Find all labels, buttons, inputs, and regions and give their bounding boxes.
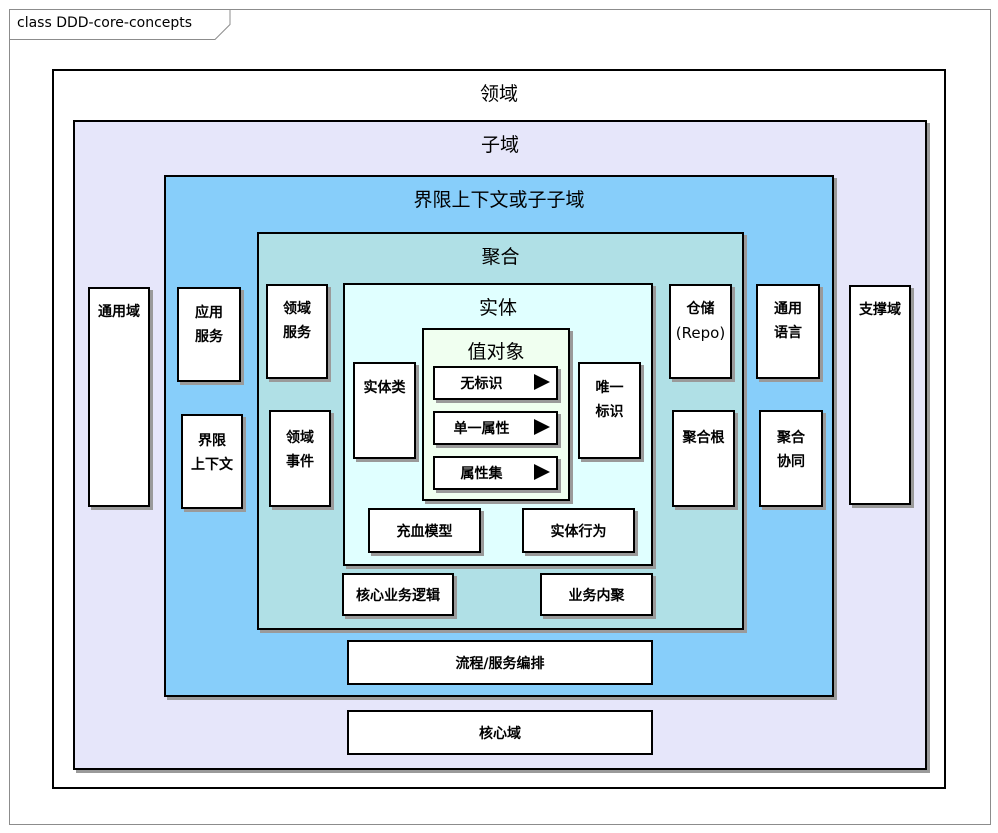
repository-line2: (Repo): [675, 324, 726, 342]
supporting-domain-label: 支撑域: [859, 302, 901, 318]
value-object-title: 值对象: [467, 341, 525, 363]
domain-event-box[interactable]: 领域 事件: [269, 410, 331, 507]
frame-tab-shape: [9, 9, 231, 40]
unique-id-line1: 唯一: [595, 380, 624, 396]
domain-service-box[interactable]: 领域 服务: [266, 284, 328, 379]
domain-title: 领域: [479, 83, 518, 105]
entity-behavior-box[interactable]: 实体行为: [522, 508, 635, 553]
app-service-line1: 应用: [195, 305, 223, 321]
bc-label-line1: 界限: [198, 433, 226, 449]
rich-model-box[interactable]: 充血模型: [368, 508, 481, 553]
unique-id-box[interactable]: 唯一 标识: [578, 362, 641, 459]
rich-model-label: 充血模型: [396, 523, 453, 540]
subdomain-title: 子域: [480, 134, 519, 156]
repository-line1: 仓储: [686, 301, 715, 317]
entity-title: 实体: [478, 297, 517, 319]
generic-domain-label: 通用域: [98, 304, 140, 320]
aggregate-collab-line2: 协同: [777, 454, 805, 470]
bc-label-box[interactable]: 界限 上下文: [181, 414, 243, 509]
vo-item-single-attribute[interactable]: 单一属性: [433, 411, 558, 445]
supporting-domain-box[interactable]: 支撑域: [849, 285, 911, 505]
app-service-line2: 服务: [195, 329, 223, 345]
frame-title-tab: class DDD-core-concepts: [9, 9, 231, 40]
vo-item-attribute-set-label: 属性集: [460, 466, 503, 482]
core-logic-box[interactable]: 核心业务逻辑: [342, 573, 454, 616]
generic-domain-box[interactable]: 通用域: [88, 287, 150, 507]
repository-box[interactable]: 仓储 (Repo): [669, 284, 732, 379]
domain-service-line2: 服务: [283, 325, 311, 341]
domain-event-line2: 事件: [286, 454, 314, 470]
ubiquitous-language-box[interactable]: 通用 语言: [756, 284, 820, 379]
play-icon: [534, 419, 550, 435]
app-service-box[interactable]: 应用 服务: [177, 287, 241, 382]
diagram-frame: [9, 9, 991, 825]
cohesion-label: 业务内聚: [568, 587, 625, 604]
unique-id-line2: 标识: [595, 404, 624, 420]
aggregate-root-box[interactable]: 聚合根: [672, 410, 735, 507]
core-domain-label: 核心域: [479, 725, 521, 742]
vo-item-no-identity-label: 无标识: [460, 376, 503, 392]
vo-item-attribute-set[interactable]: 属性集: [433, 456, 558, 490]
play-icon: [534, 374, 550, 390]
frame-title: class DDD-core-concepts: [17, 15, 193, 31]
ubiquitous-language-line2: 语言: [774, 325, 802, 341]
entity-class-label: 实体类: [363, 380, 406, 396]
aggregate-collab-line1: 聚合: [777, 430, 805, 446]
core-domain-box[interactable]: 核心域: [347, 710, 653, 755]
bc-label-line2: 上下文: [191, 457, 233, 473]
aggregate-root-label: 聚合根: [682, 430, 725, 446]
entity-behavior-label: 实体行为: [550, 523, 607, 540]
domain-service-line1: 领域: [283, 301, 311, 317]
cohesion-box[interactable]: 业务内聚: [540, 573, 653, 616]
ubiquitous-language-line1: 通用: [774, 301, 802, 317]
bounded-context-title: 界限上下文或子子域: [413, 189, 585, 211]
play-icon: [534, 464, 550, 480]
flow-orchestration-label: 流程/服务编排: [455, 655, 545, 672]
core-logic-label: 核心业务逻辑: [356, 587, 440, 604]
aggregate-title: 聚合: [481, 246, 520, 268]
vo-item-single-attribute-label: 单一属性: [453, 421, 510, 437]
vo-item-no-identity[interactable]: 无标识: [433, 366, 558, 400]
flow-orchestration-box[interactable]: 流程/服务编排: [347, 640, 653, 685]
domain-event-line1: 领域: [286, 430, 314, 446]
aggregate-collab-box[interactable]: 聚合 协同: [759, 410, 823, 507]
entity-class-box[interactable]: 实体类: [353, 362, 416, 459]
